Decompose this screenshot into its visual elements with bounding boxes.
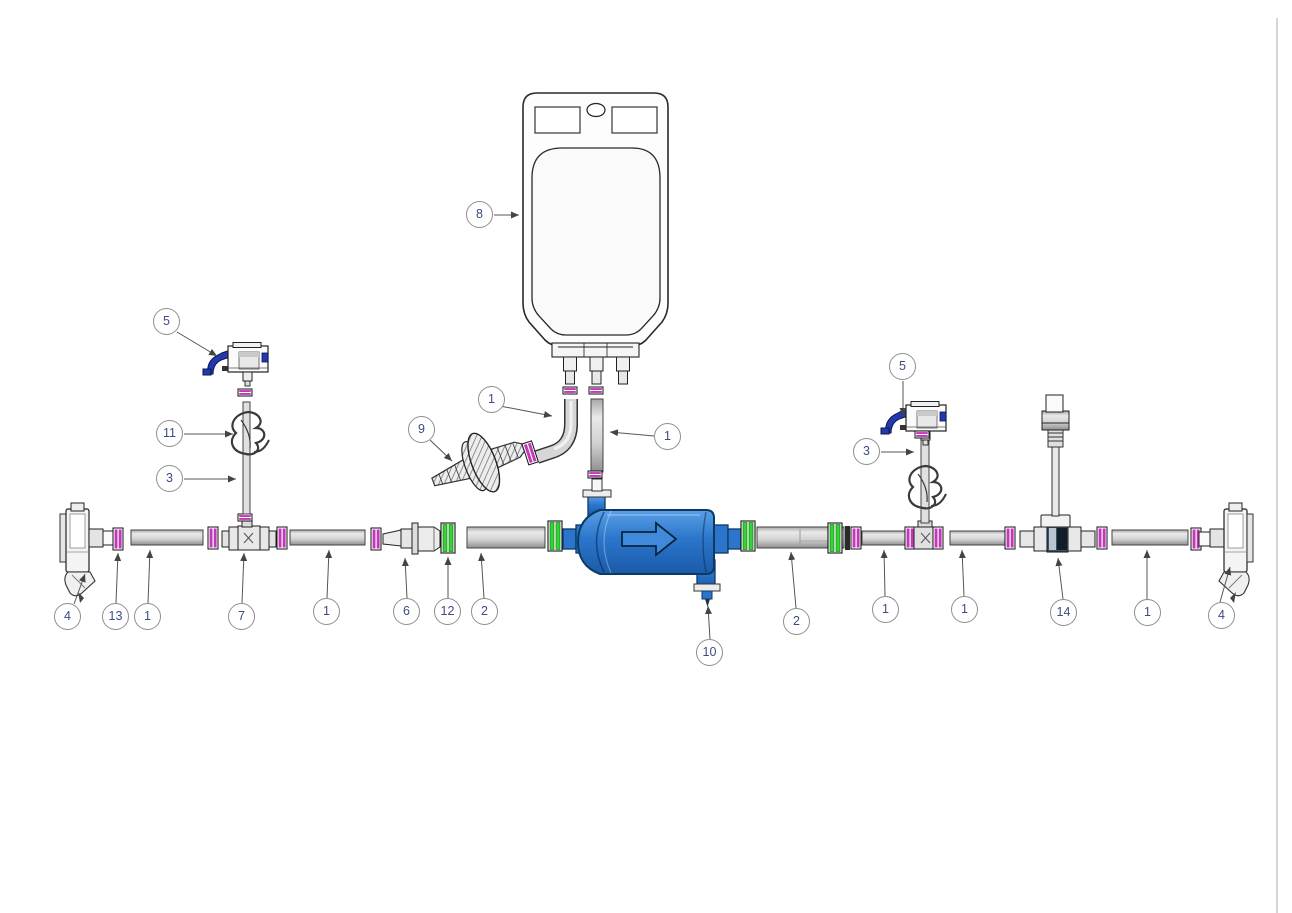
green-clamp: [440, 522, 456, 554]
leader-lines: [73, 211, 1232, 640]
weld-ring: [521, 440, 539, 466]
callout-3-right: 3: [853, 438, 880, 465]
solution-bag: [522, 92, 669, 385]
sampling-tee: [1019, 394, 1096, 553]
callout-4-right: 4: [1208, 602, 1235, 629]
weld-ring: [562, 386, 578, 395]
weld-ring: [112, 527, 124, 551]
weld-ring: [850, 526, 862, 550]
blue-canister: [562, 478, 742, 607]
vertical-tube-left: [242, 401, 251, 515]
large-tube-segment: [466, 526, 546, 549]
green-clamp: [740, 520, 756, 552]
clamp-device-right: [880, 400, 947, 446]
callout-1-bagtube: 1: [654, 423, 681, 450]
canister-drain-port: [701, 590, 713, 600]
callout-2-right: 2: [783, 608, 810, 635]
reducer-connector: [382, 522, 441, 555]
callout-2-left: 2: [471, 598, 498, 625]
tube-segment: [130, 529, 204, 546]
callout-3-left: 3: [156, 465, 183, 492]
callout-1-e: 1: [1134, 599, 1161, 626]
weld-ring: [276, 526, 288, 550]
callout-13: 13: [102, 603, 129, 630]
callout-10: 10: [696, 639, 723, 666]
elbow-tube: [534, 399, 578, 464]
callout-12: 12: [434, 598, 461, 625]
callout-1-elbow: 1: [478, 386, 505, 413]
callout-7: 7: [228, 603, 255, 630]
weld-ring: [932, 526, 944, 550]
flow-arrow: [621, 521, 678, 557]
weld-ring: [370, 527, 382, 551]
callout-1-b: 1: [313, 598, 340, 625]
weld-ring: [914, 430, 930, 439]
straight-tube-from-bag: [590, 398, 604, 473]
green-clamp: [547, 520, 563, 552]
callout-1-d: 1: [951, 596, 978, 623]
callout-6: 6: [393, 598, 420, 625]
weld-ring: [588, 386, 604, 395]
callout-8: 8: [466, 201, 493, 228]
bag-label-right: [611, 106, 658, 134]
tube-segment: [1111, 529, 1189, 546]
weld-ring: [1004, 526, 1016, 550]
bag-hang-hole: [586, 102, 606, 118]
weld-ring: [237, 513, 253, 522]
clamp-device-left: [202, 341, 269, 387]
callout-5-right: 5: [889, 353, 916, 380]
tube-segment: [861, 530, 907, 546]
luer-cap: [1041, 410, 1070, 431]
callout-5-left: 5: [153, 308, 180, 335]
weld-ring: [207, 526, 219, 550]
tube-segment: [949, 530, 1006, 546]
end-connector-right: [1198, 502, 1254, 603]
callout-1-a: 1: [134, 603, 161, 630]
weld-ring: [237, 388, 253, 397]
tee-connector: [221, 519, 277, 551]
bag-label-left: [534, 106, 581, 134]
callout-14: 14: [1050, 599, 1077, 626]
collar: [845, 526, 850, 550]
end-connector-left: [59, 502, 115, 603]
weld-ring: [587, 470, 603, 479]
callout-1-c: 1: [872, 596, 899, 623]
canister-drain-flange: [693, 583, 721, 592]
callout-9: 9: [408, 416, 435, 443]
callout-11: 11: [156, 420, 183, 447]
callout-4-left: 4: [54, 603, 81, 630]
weld-ring: [1096, 526, 1108, 550]
bag-ports: [563, 356, 630, 385]
tube-segment: [289, 529, 366, 546]
green-clamp: [827, 522, 843, 554]
disc-filter: [431, 432, 526, 493]
